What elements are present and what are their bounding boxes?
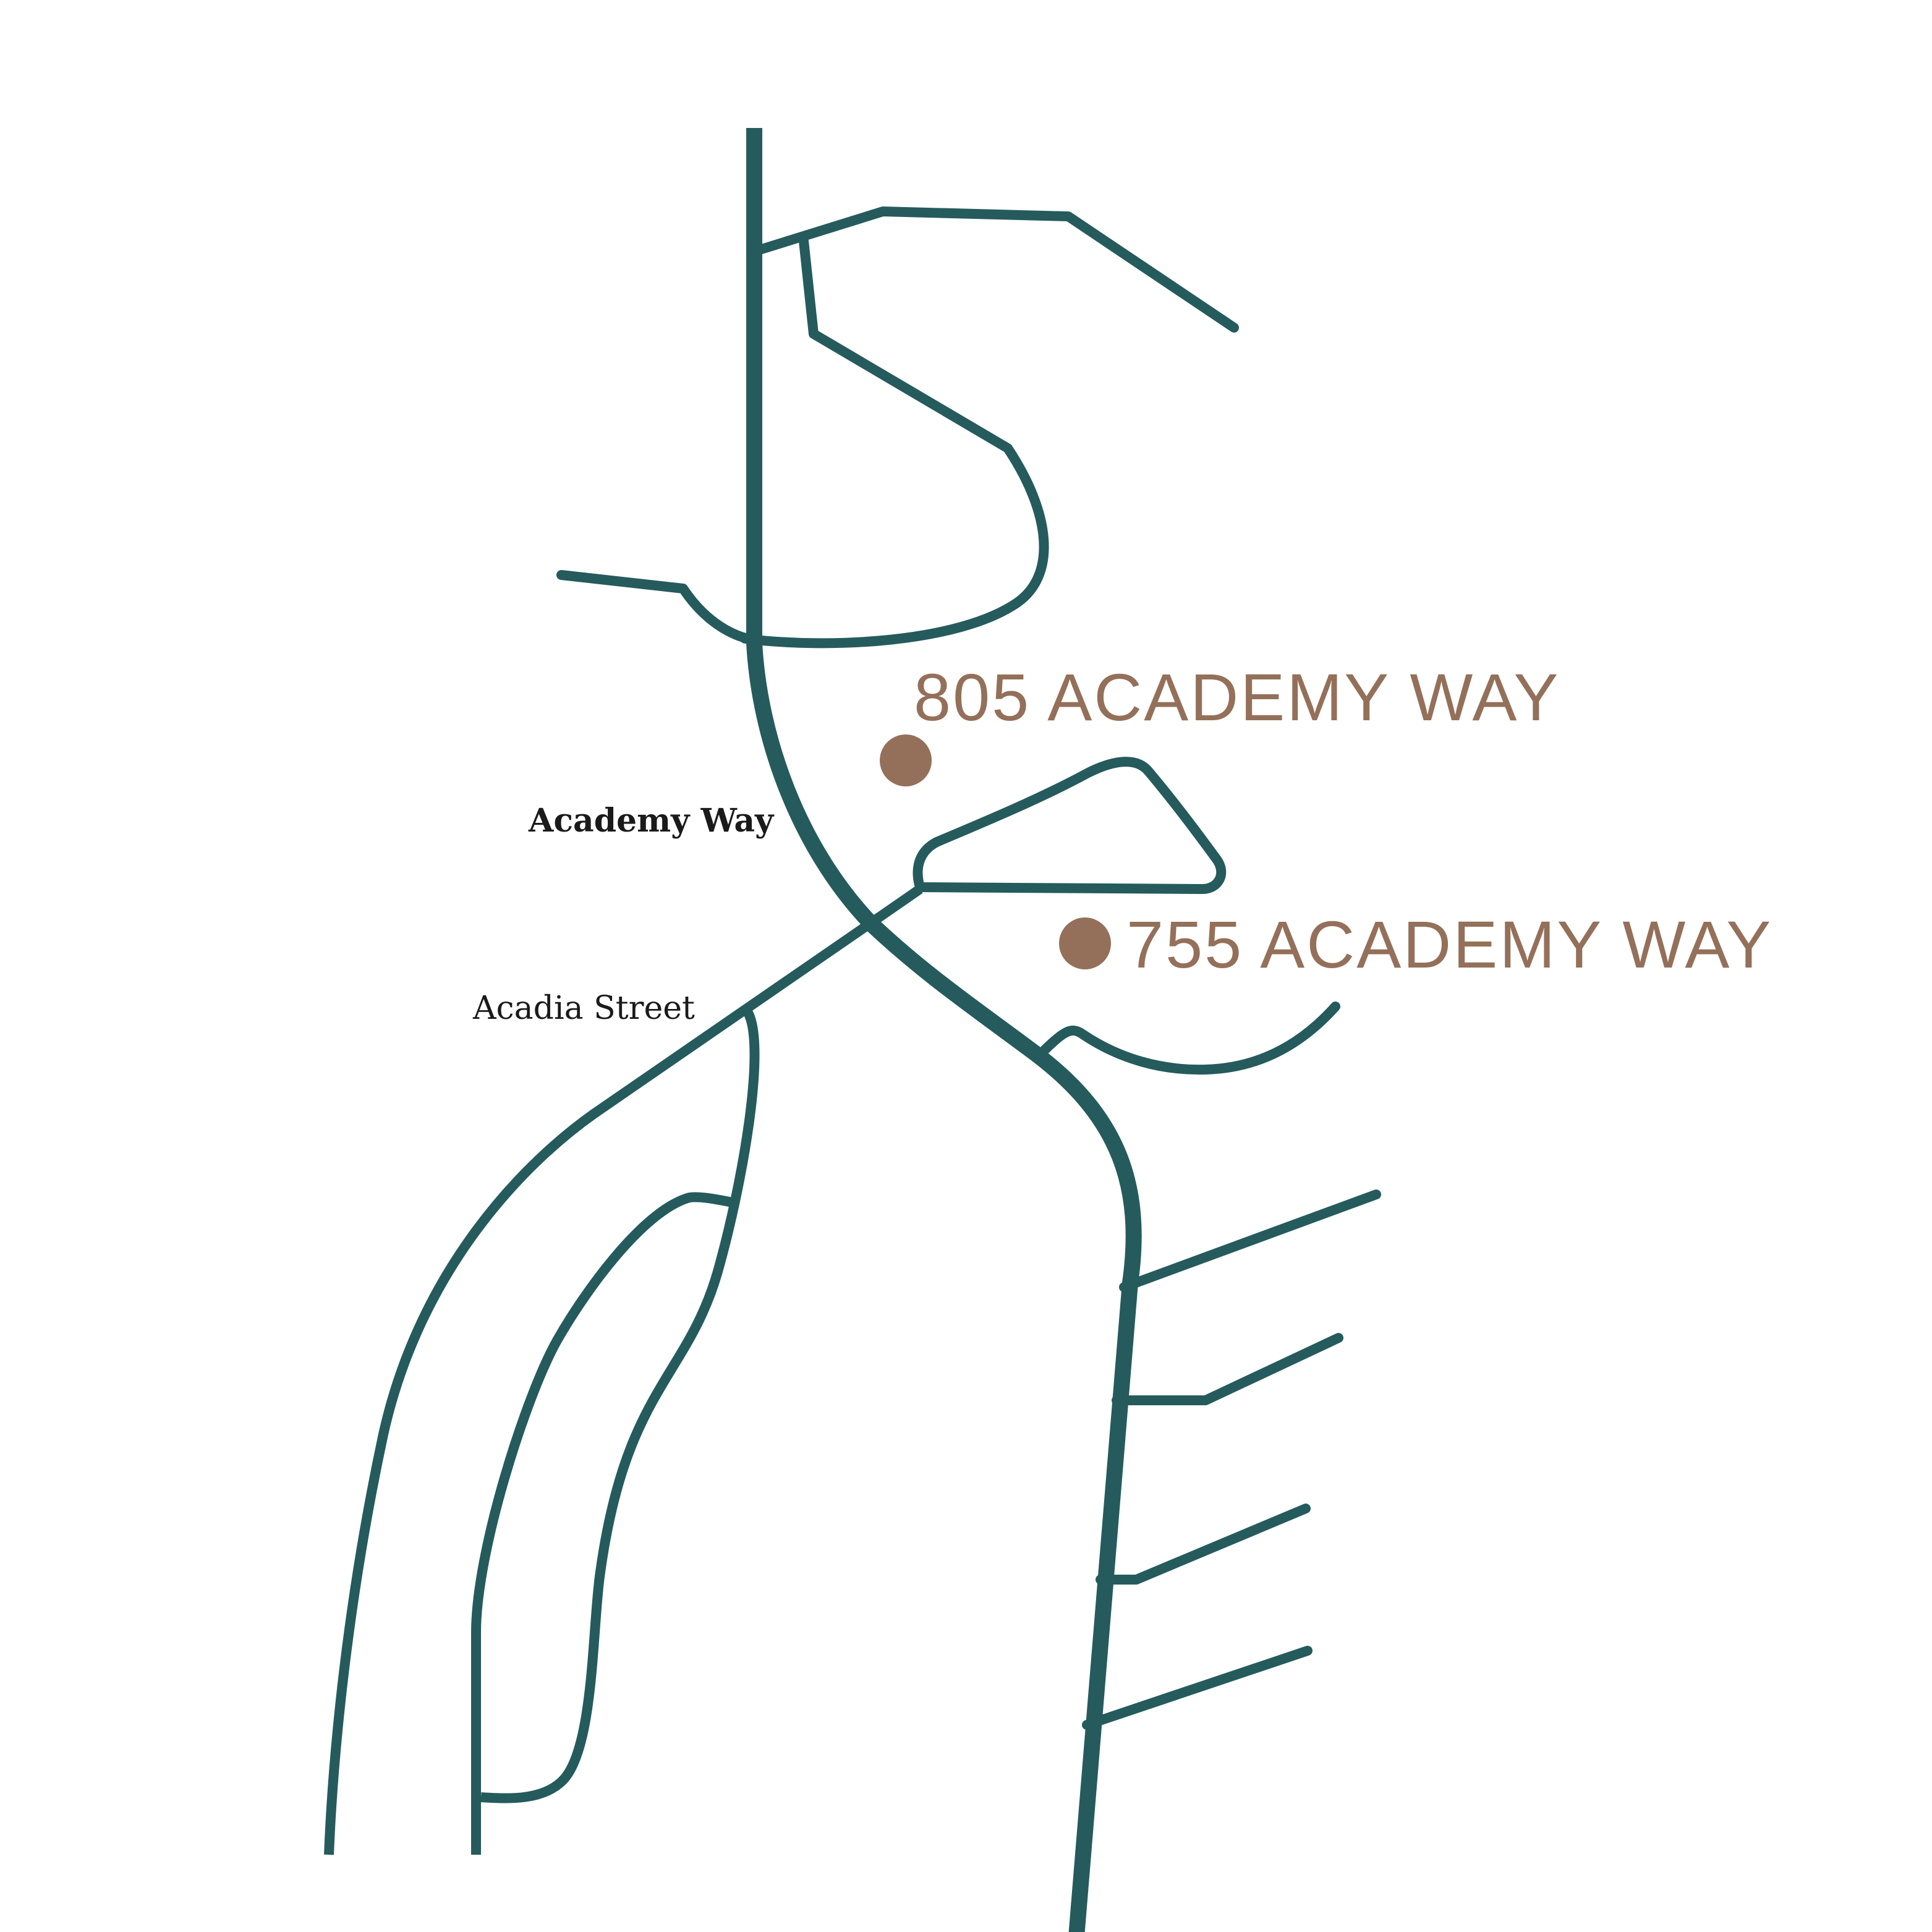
location-marker-805[interactable] <box>880 734 932 786</box>
inner-loop-branch <box>471 1192 734 1855</box>
address-label-755: 755 ACADEMY WAY <box>1126 907 1772 982</box>
academy-way-label: Academy Way <box>528 802 775 840</box>
address-label-805: 805 ACADEMY WAY <box>914 660 1560 734</box>
east-branch-road-1 <box>1119 1189 1381 1292</box>
acadia-street-label: Acadia Street <box>472 990 695 1027</box>
east-branch-road-3 <box>1096 1504 1311 1585</box>
main-road-south <box>866 918 1142 1932</box>
main-road-north <box>746 128 878 930</box>
upper-loop-road <box>740 236 1049 649</box>
north-branch-road <box>757 206 1239 333</box>
west-connector-road <box>556 570 759 645</box>
east-branch-road-4 <box>1082 1646 1313 1730</box>
street-labels: Academy Way Acadia Street <box>472 802 775 1027</box>
road-network <box>324 128 1381 1932</box>
acadia-street-road <box>324 885 923 1855</box>
location-markers: 805 ACADEMY WAY 755 ACADEMY WAY <box>880 660 1772 982</box>
west-loop-road <box>480 1010 760 1803</box>
cul-de-sac-road <box>913 757 1227 894</box>
east-branch-road-2 <box>1112 1333 1343 1405</box>
east-curve-road <box>1034 1002 1340 1075</box>
location-marker-755[interactable] <box>1059 917 1111 969</box>
